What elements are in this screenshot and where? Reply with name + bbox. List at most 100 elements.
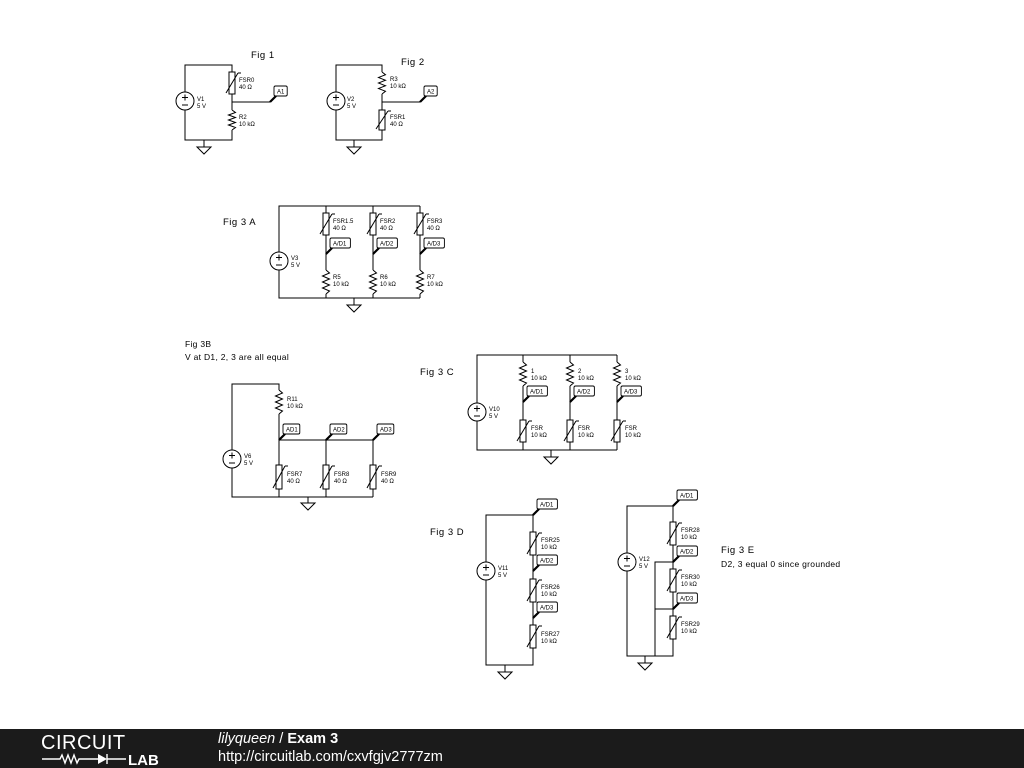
resistor-symbol xyxy=(321,269,331,295)
probe-label: A/D1 xyxy=(333,242,347,248)
title-separator: / xyxy=(275,731,288,747)
part-value: 10 kΩ xyxy=(390,84,406,90)
ground-icon xyxy=(345,300,363,313)
source-name: V1 xyxy=(197,97,205,103)
part-name: FSR0 xyxy=(239,78,255,84)
source-value: 5 V xyxy=(489,414,498,420)
source-name: V3 xyxy=(291,256,299,262)
voltage-source-symbol xyxy=(476,561,496,581)
resistor-symbol xyxy=(518,361,528,387)
probe-label: AD3 xyxy=(380,428,392,434)
ground-icon xyxy=(496,667,514,680)
source-value: 5 V xyxy=(498,573,507,579)
fsr-symbol xyxy=(666,568,682,593)
probe-label: A2 xyxy=(427,90,435,96)
probe-tag[interactable]: A/D3 xyxy=(672,592,698,610)
voltage-source-symbol xyxy=(467,402,487,422)
probe-label: A/D2 xyxy=(540,559,554,565)
part-name: R5 xyxy=(333,275,341,281)
part-value: 10 kΩ xyxy=(239,122,255,128)
part-name: R6 xyxy=(380,275,388,281)
probe-tag[interactable]: A/D2 xyxy=(569,385,595,403)
part-name: FSR25 xyxy=(541,538,560,544)
figure-title: Fig 3 A xyxy=(223,217,256,228)
project-owner-link[interactable]: lilyqueen xyxy=(218,731,276,747)
footer-bar: CIRCUIT LAB lilyqueen / Exam 3 http://ci… xyxy=(0,729,1024,768)
resistor-symbol xyxy=(368,269,378,295)
figure-note: V at D1, 2, 3 are all equal xyxy=(185,352,289,362)
part-value: 10 kΩ xyxy=(625,376,641,382)
fsr-symbol xyxy=(526,624,542,649)
part-name: FSR26 xyxy=(541,585,560,591)
part-name: R11 xyxy=(287,397,298,403)
project-title: lilyqueen / Exam 3 xyxy=(218,731,338,747)
fsr-symbol xyxy=(563,419,579,443)
part-value: 10 kΩ xyxy=(541,639,557,645)
part-value: 40 Ω xyxy=(333,226,346,232)
fsr-symbol xyxy=(666,615,682,640)
voltage-source-symbol xyxy=(175,91,195,111)
figure-title: Fig 3 D xyxy=(430,527,464,538)
part-value: 40 Ω xyxy=(334,479,347,485)
source-name: V10 xyxy=(489,407,500,413)
project-name: Exam 3 xyxy=(287,731,339,747)
probe-tag[interactable]: A/D3 xyxy=(616,385,642,403)
probe-tag[interactable]: AD1 xyxy=(278,423,301,441)
part-name: FSR xyxy=(578,426,591,432)
part-name: FSR3 xyxy=(427,219,443,225)
part-name: FSR1 xyxy=(390,115,406,121)
source-value: 5 V xyxy=(244,461,253,467)
circuitlab-logo: CIRCUIT LAB xyxy=(41,732,159,766)
probe-tag[interactable]: A/D2 xyxy=(532,554,558,572)
logo-text-circuit: CIRCUIT xyxy=(41,732,126,754)
ground-icon xyxy=(636,658,654,671)
logo-text-lab: LAB xyxy=(128,752,159,766)
probe-tag[interactable]: A/D1 xyxy=(672,489,698,507)
probe-tag[interactable]: A2 xyxy=(419,85,438,103)
fsr-symbol xyxy=(610,419,626,443)
resistor-symbol xyxy=(565,361,575,387)
probe-tag[interactable]: A/D3 xyxy=(419,237,445,255)
figure-title: Fig 2 xyxy=(401,57,425,68)
logo-resistor-icon xyxy=(42,753,98,765)
probe-label: AD1 xyxy=(286,428,298,434)
probe-label: A/D3 xyxy=(540,606,554,612)
part-name: 1 xyxy=(531,369,535,375)
voltage-source-symbol xyxy=(617,552,637,572)
part-value: 10 kΩ xyxy=(681,582,697,588)
part-name: FSR2 xyxy=(380,219,396,225)
project-url-link[interactable]: http://circuitlab.com/cxvfgjv2777zm xyxy=(218,749,443,765)
probe-tag[interactable]: A1 xyxy=(269,85,288,103)
source-name: V11 xyxy=(498,566,509,572)
fsr-symbol xyxy=(272,464,288,490)
probe-label: AD2 xyxy=(333,428,345,434)
probe-tag[interactable]: A/D2 xyxy=(672,545,698,563)
part-value: 40 Ω xyxy=(380,226,393,232)
probe-tag[interactable]: AD3 xyxy=(372,423,395,441)
part-value: 10 kΩ xyxy=(578,433,594,439)
fsr-symbol xyxy=(366,464,382,490)
fsr-symbol xyxy=(666,521,682,546)
probe-tag[interactable]: A/D1 xyxy=(522,385,548,403)
source-name: V6 xyxy=(244,454,252,460)
fsr-symbol xyxy=(375,109,391,131)
part-name: FSR30 xyxy=(681,575,700,581)
ground-icon xyxy=(542,452,560,465)
probe-tag[interactable]: AD2 xyxy=(325,423,348,441)
part-name: FSR1.5 xyxy=(333,219,354,225)
part-name: R7 xyxy=(427,275,435,281)
part-name: FSR9 xyxy=(381,472,397,478)
probe-tag[interactable]: A/D2 xyxy=(372,237,398,255)
probe-tag[interactable]: A/D1 xyxy=(325,237,351,255)
probe-tag[interactable]: A/D3 xyxy=(532,601,558,619)
part-value: 40 Ω xyxy=(287,479,300,485)
probe-label: A/D3 xyxy=(624,390,638,396)
part-name: FSR xyxy=(625,426,638,432)
part-name: R2 xyxy=(239,115,247,121)
probe-label: A/D2 xyxy=(577,390,591,396)
fsr-symbol xyxy=(516,419,532,443)
probe-tag[interactable]: A/D1 xyxy=(532,498,558,516)
